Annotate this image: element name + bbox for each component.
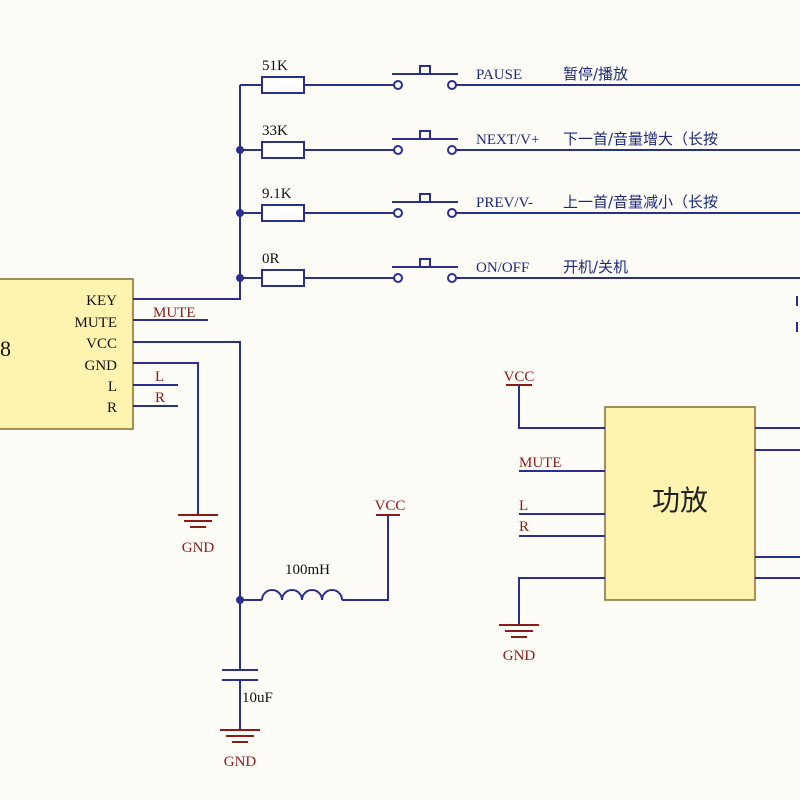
resistor-33k	[261, 141, 305, 159]
module-pin-wires: MUTE L R	[133, 85, 241, 670]
button-row-onoff: 0R ON/OFF 开机/关机	[240, 251, 800, 287]
resistor-0r	[261, 269, 305, 287]
gnd-wire	[133, 362, 199, 515]
resistor-label: 0R	[262, 251, 280, 267]
capacitor-gnd-label: GND	[224, 754, 257, 770]
button-function: 暂停/播放	[563, 65, 628, 83]
power-filter: 100mH VCC 10uF GND	[220, 498, 405, 770]
junction-dots	[236, 146, 244, 604]
button-name: NEXT/V+	[476, 132, 539, 148]
r-net-label: R	[155, 390, 165, 406]
amplifier-body	[604, 406, 756, 601]
module-ground-symbol: GND	[178, 514, 218, 556]
module-gnd-label: GND	[182, 540, 215, 556]
button-row-pause: 51K PAUSE 暂停/播放	[240, 58, 800, 94]
module-chip-body	[0, 278, 134, 430]
amplifier-title: 功放	[652, 484, 708, 517]
button-function: 上一首/音量减小（长按	[563, 193, 718, 211]
amp-l-label: L	[519, 498, 528, 514]
key-wire	[133, 85, 241, 300]
amp-vcc-label: VCC	[504, 369, 535, 385]
resistor-9k1	[261, 204, 305, 222]
resistor-label: 9.1K	[262, 186, 292, 202]
button-name: PAUSE	[476, 67, 522, 83]
inductor-vcc-label: VCC	[375, 498, 406, 514]
button-function: 下一首/音量增大（长按	[563, 130, 718, 148]
inductor-coil	[261, 589, 343, 601]
mute-net-label: MUTE	[153, 305, 196, 321]
amplifier-block: 功放 VCC MUTE L R GND	[499, 369, 800, 664]
button-name: ON/OFF	[476, 260, 529, 276]
button-name: PREV/V-	[476, 195, 533, 211]
inductor-label: 100mH	[285, 562, 330, 578]
vcc-wire	[133, 341, 241, 670]
amp-r-label: R	[519, 519, 529, 535]
pin-mute: MUTE	[75, 315, 118, 331]
button-function: 开机/关机	[563, 258, 628, 276]
capacitor-label: 10uF	[242, 690, 273, 706]
amp-mute-label: MUTE	[519, 455, 562, 471]
module-chip: 8 KEY MUTE VCC GND L R	[0, 278, 134, 430]
resistor-label: 51K	[262, 58, 288, 74]
pin-gnd: GND	[85, 358, 118, 374]
button-row-next: 33K NEXT/V+ 下一首/音量增大（长按	[240, 123, 800, 159]
resistor-51k	[261, 76, 305, 94]
pin-vcc: VCC	[86, 336, 117, 352]
pin-key: KEY	[86, 293, 117, 309]
amp-gnd-label: GND	[503, 648, 536, 664]
resistor-label: 33K	[262, 123, 288, 139]
pin-r: R	[107, 400, 117, 416]
module-partial-label: 8	[0, 336, 11, 361]
l-net-label: L	[155, 369, 164, 385]
button-row-prev: 9.1K PREV/V- 上一首/音量减小（长按	[240, 186, 800, 222]
pin-l: L	[108, 379, 117, 395]
